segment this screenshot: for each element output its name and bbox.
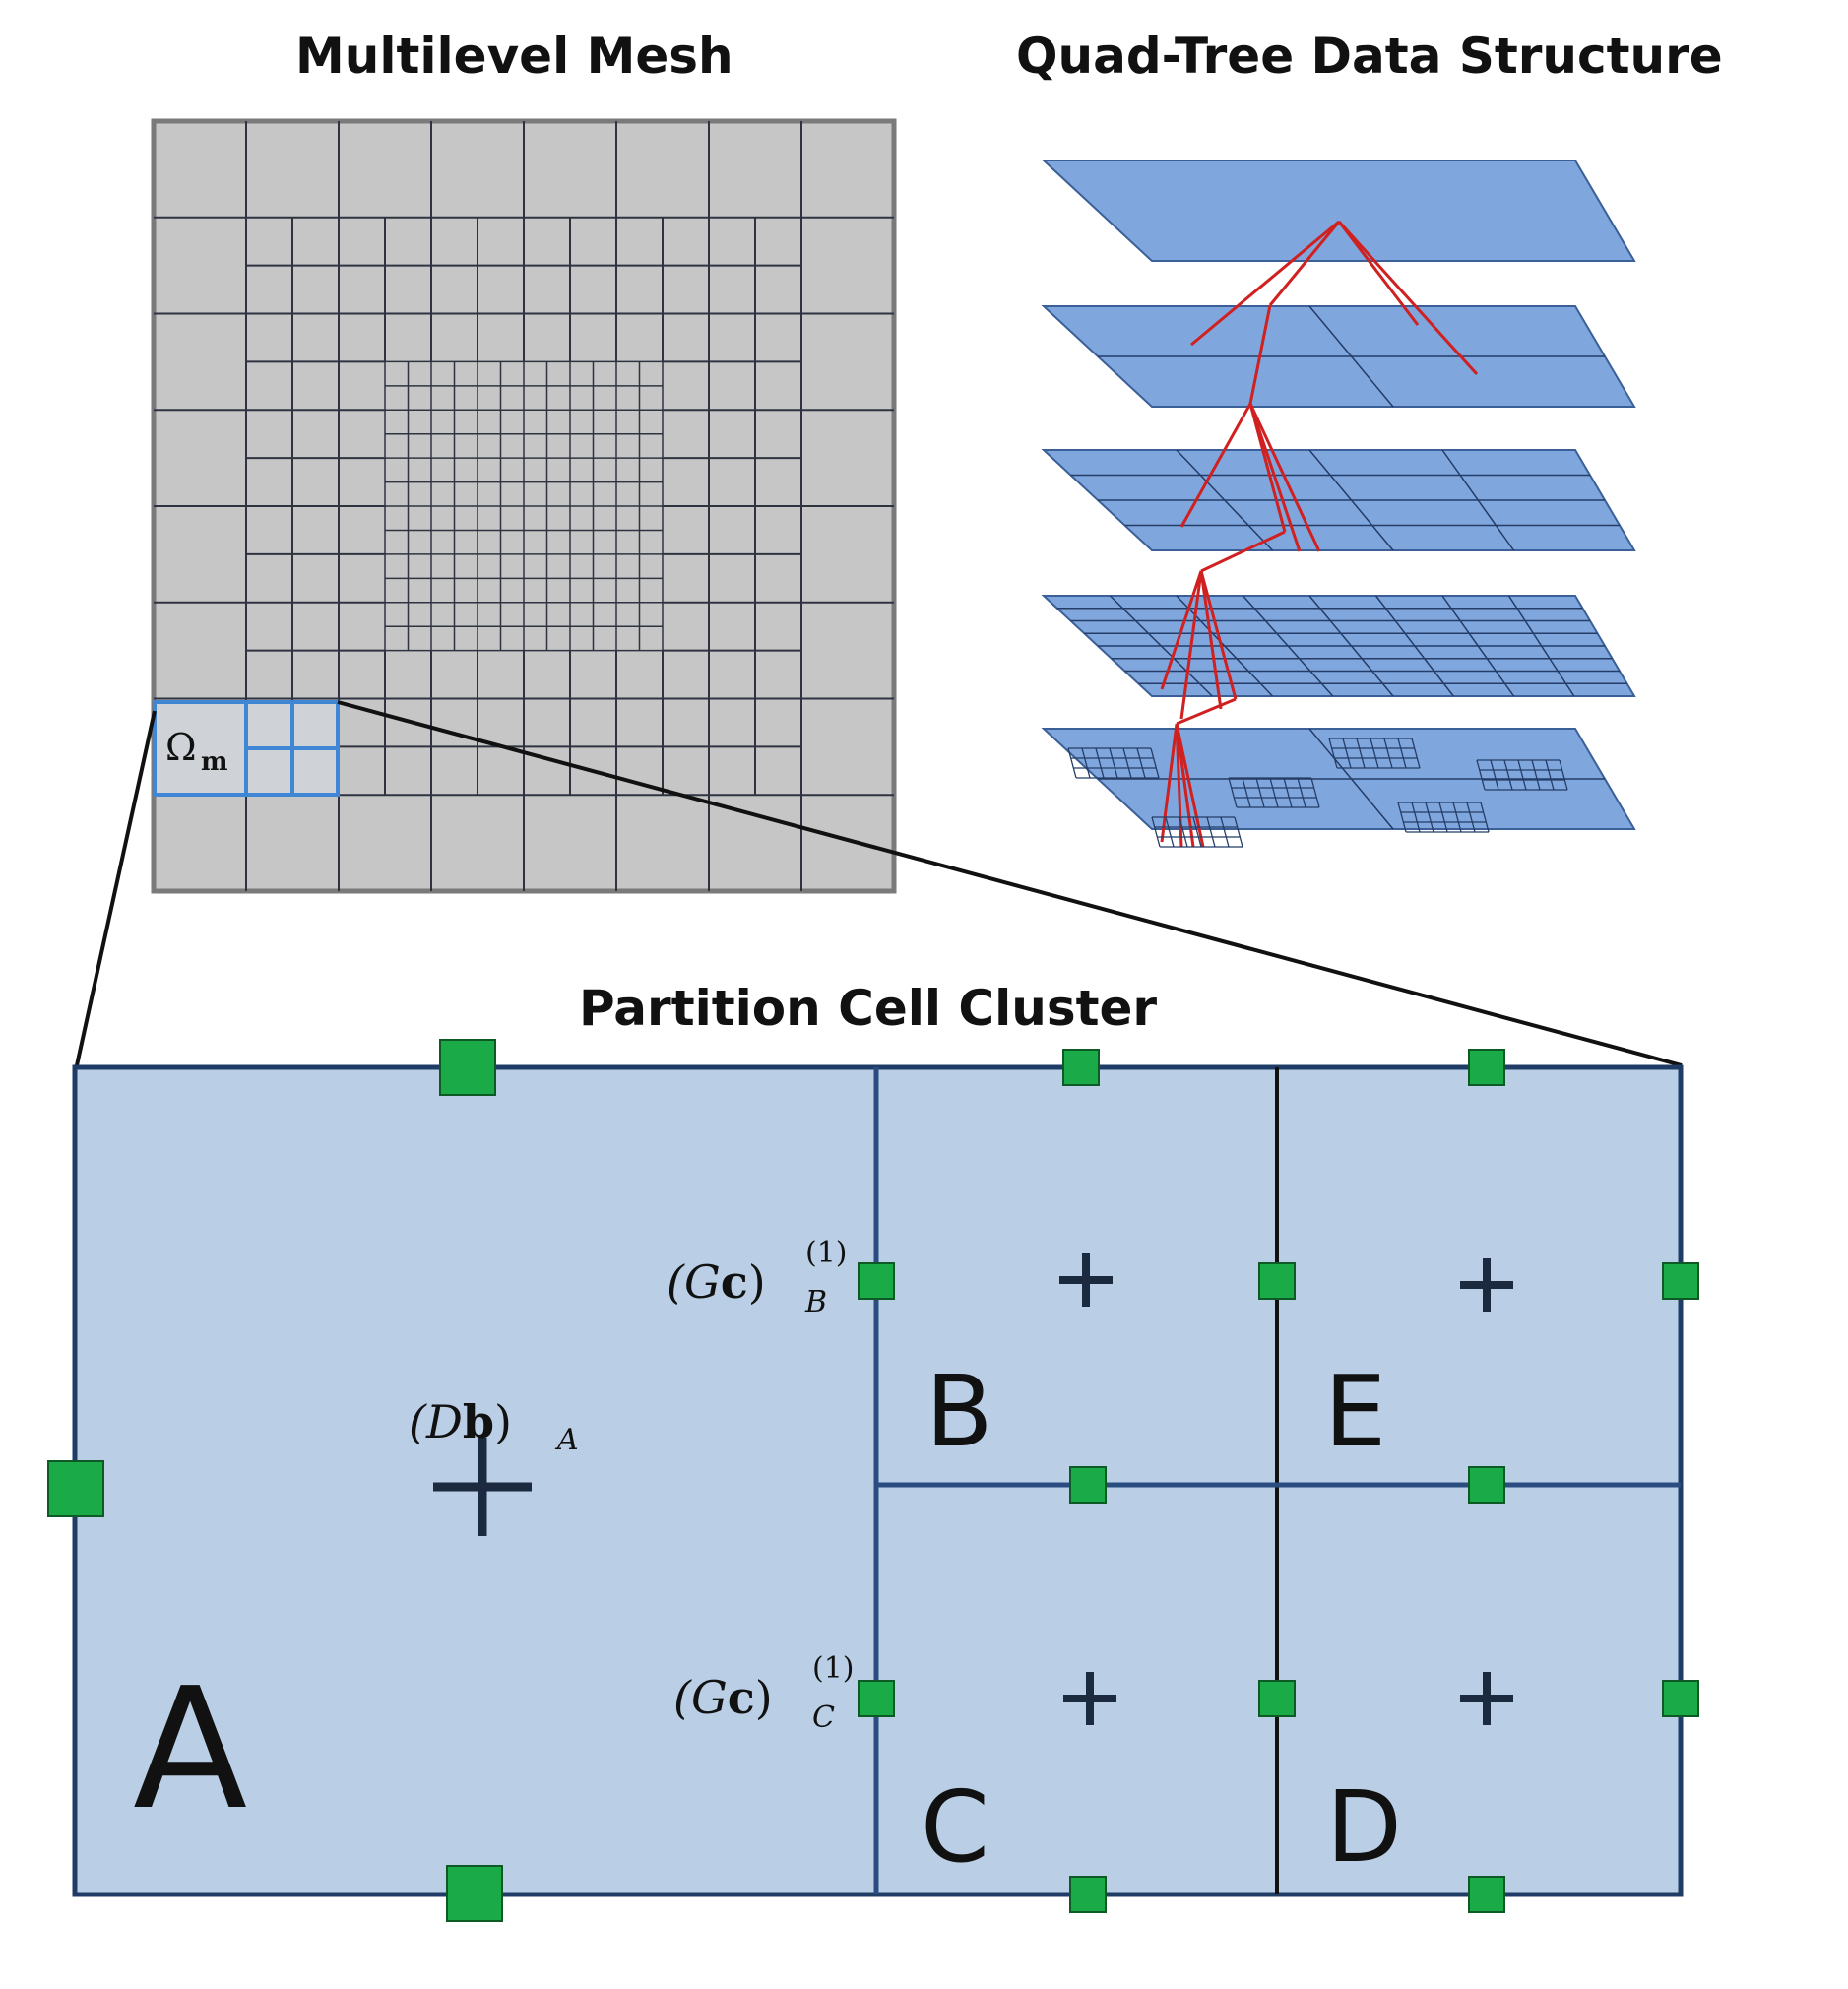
svg-text:(1): (1) [812, 1651, 855, 1686]
tree-edge [1176, 697, 1237, 726]
refined-patch [1067, 747, 1160, 779]
mesh-medium-grid [246, 217, 801, 796]
svg-text:A: A [554, 1423, 579, 1457]
node-square [858, 1680, 895, 1717]
node-square [446, 1865, 503, 1922]
refined-patch [1228, 777, 1320, 808]
node-square [47, 1460, 104, 1517]
svg-text:B: B [804, 1285, 827, 1319]
tree-edge [1175, 723, 1183, 848]
centroid-b [1059, 1253, 1113, 1307]
mesh-title: Multilevel Mesh [295, 28, 733, 85]
svg-text:(1): (1) [805, 1236, 848, 1270]
refined-patch [1151, 816, 1243, 848]
node-square [1069, 1876, 1107, 1913]
subdomain-subscript: m [201, 747, 228, 777]
tree-edge [1190, 220, 1340, 347]
svg-text:(Db): (Db) [409, 1395, 512, 1448]
tree-edge [1337, 221, 1420, 326]
cell-label-c: C [921, 1769, 989, 1885]
node-square [1468, 1049, 1505, 1086]
tree-edge [1160, 723, 1179, 843]
tree-edge [1248, 304, 1272, 405]
tree-edge [1179, 570, 1203, 720]
tree-level-plane [1041, 595, 1636, 697]
label-db-a: (Db) A [409, 1395, 579, 1457]
plane-grid-line [1441, 595, 1515, 697]
cell-label-b: B [925, 1354, 993, 1469]
tree-level-plane [1041, 305, 1636, 408]
tree-level-plane [1041, 160, 1636, 262]
node-square [439, 1039, 496, 1096]
tree-edge [1248, 403, 1321, 552]
subdomain-omega-label: Ω [165, 726, 197, 769]
plane-surface [1041, 160, 1636, 262]
node-square [1258, 1262, 1296, 1300]
label-gc-b: (Gc) (1) B [667, 1236, 848, 1319]
svg-text:(Gc): (Gc) [673, 1671, 773, 1724]
tree-edge [1175, 723, 1195, 848]
node-square [1468, 1466, 1505, 1504]
plane-grid-line [1374, 595, 1454, 697]
centroid-d [1460, 1672, 1513, 1725]
zoom-line-left [75, 710, 157, 1066]
node-square [1069, 1466, 1107, 1504]
label-gc-c: (Gc) (1) C [673, 1651, 855, 1735]
svg-text:C: C [812, 1700, 835, 1735]
plane-grid-line [1441, 449, 1515, 551]
svg-text:(Gc): (Gc) [667, 1255, 766, 1309]
quadtree-title: Quad-Tree Data Structure [1016, 28, 1723, 85]
plane-grid-line [1507, 595, 1575, 697]
cluster-title: Partition Cell Cluster [579, 980, 1158, 1037]
zoom-line-right [337, 700, 1683, 1067]
tree-edge [1200, 530, 1286, 573]
refined-patch [1476, 759, 1568, 791]
boundary-nodes [47, 1039, 1699, 1922]
cell-centroids [433, 1253, 1513, 1725]
node-square [858, 1262, 895, 1300]
centroid-e [1460, 1258, 1513, 1312]
node-square [1062, 1049, 1100, 1086]
cell-label-a: A [133, 1652, 247, 1847]
partition-cell-cluster: A B E C D [47, 1039, 1699, 1922]
centroid-c [1063, 1672, 1116, 1725]
tree-edge [1248, 403, 1302, 552]
multilevel-mesh: Ω m [151, 118, 897, 894]
cell-label-e: E [1324, 1354, 1386, 1469]
refined-patch [1397, 802, 1490, 833]
centroid-a [433, 1438, 532, 1536]
tree-edge [1160, 570, 1203, 690]
refined-patch [1328, 738, 1421, 769]
node-square [1468, 1876, 1505, 1913]
tree-edge [1337, 220, 1479, 376]
tree-level-plane [1041, 728, 1636, 830]
node-square [1258, 1680, 1296, 1717]
node-square [1662, 1680, 1699, 1717]
tree-edge [1179, 403, 1252, 528]
tree-edge [1268, 221, 1341, 306]
tree-edge [1175, 723, 1205, 848]
node-square [1662, 1262, 1699, 1300]
cell-label-d: D [1326, 1769, 1402, 1885]
tree-level-plane [1041, 449, 1636, 551]
mesh-fine-grid [384, 360, 664, 652]
tree-edge [1199, 570, 1238, 700]
quad-tree-structure [1041, 160, 1636, 848]
tree-edge [1199, 570, 1223, 710]
